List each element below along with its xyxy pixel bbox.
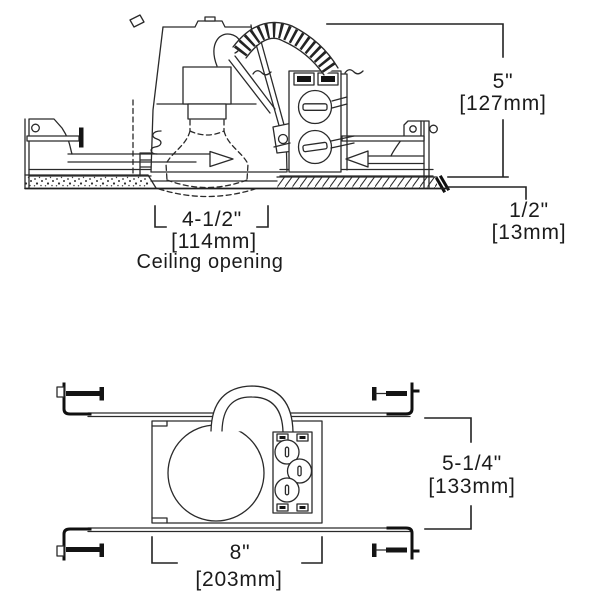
- plan-view: 5-1/4" [133mm] 8" [203mm]: [56, 382, 515, 591]
- plan-knockout-bottom: [274, 477, 300, 503]
- dimension-height-5in: 5" [127mm]: [326, 23, 546, 178]
- dimension-width: 8" [203mm]: [151, 536, 323, 591]
- conduit-arch: [210, 385, 294, 433]
- thickness-mm-label: [13mm]: [492, 221, 567, 244]
- dimension-ceiling-opening: 4-1/2" [114mm] Ceiling opening: [137, 205, 284, 273]
- height-mm-label: [127mm]: [459, 92, 546, 115]
- width-inches-label: 8": [230, 541, 251, 564]
- ceiling-opening-caption: Ceiling opening: [137, 251, 284, 273]
- trim-ring-dashed: [158, 188, 256, 198]
- plan-knockout-middle: [286, 458, 313, 484]
- lamp-opening-circle: [167, 424, 265, 522]
- opening-inches-label: 4-1/2": [182, 208, 242, 231]
- dimension-ceiling-thickness: 1/2" [13mm]: [447, 186, 567, 244]
- plan-knockout-top: [274, 439, 300, 465]
- left-mounting-nail: [26, 127, 84, 148]
- torsion-spring-clip: [150, 130, 162, 155]
- junction-box-plan: [272, 431, 313, 514]
- dimension-depth: 5-1/4" [133mm]: [424, 417, 515, 530]
- ceiling-left-section: [24, 174, 157, 189]
- plan-bracket-top-right: [372, 382, 420, 416]
- left-hanger-bar: [24, 118, 234, 189]
- wire-loop: [213, 33, 242, 67]
- plan-bracket-top-left: [56, 382, 104, 416]
- depth-inches-label: 5-1/4": [442, 452, 502, 475]
- width-mm-label: [203mm]: [195, 568, 282, 591]
- side-view: 5" [127mm] 1/2" [13mm] 4-1/2" [114mm] Ce…: [24, 14, 567, 273]
- height-inches-label: 5": [493, 70, 514, 93]
- lamp-socket: [182, 66, 232, 105]
- plan-bracket-bottom-right: [372, 526, 420, 560]
- reflector-bulb-dashed: [158, 119, 256, 198]
- flex-conduit: [232, 21, 339, 76]
- depth-mm-label: [133mm]: [428, 475, 515, 498]
- opening-mm-label: [114mm]: [171, 230, 257, 253]
- thickness-inches-label: 1/2": [509, 199, 549, 222]
- junction-box-side: [252, 69, 364, 173]
- plan-bracket-bottom-left: [56, 527, 104, 561]
